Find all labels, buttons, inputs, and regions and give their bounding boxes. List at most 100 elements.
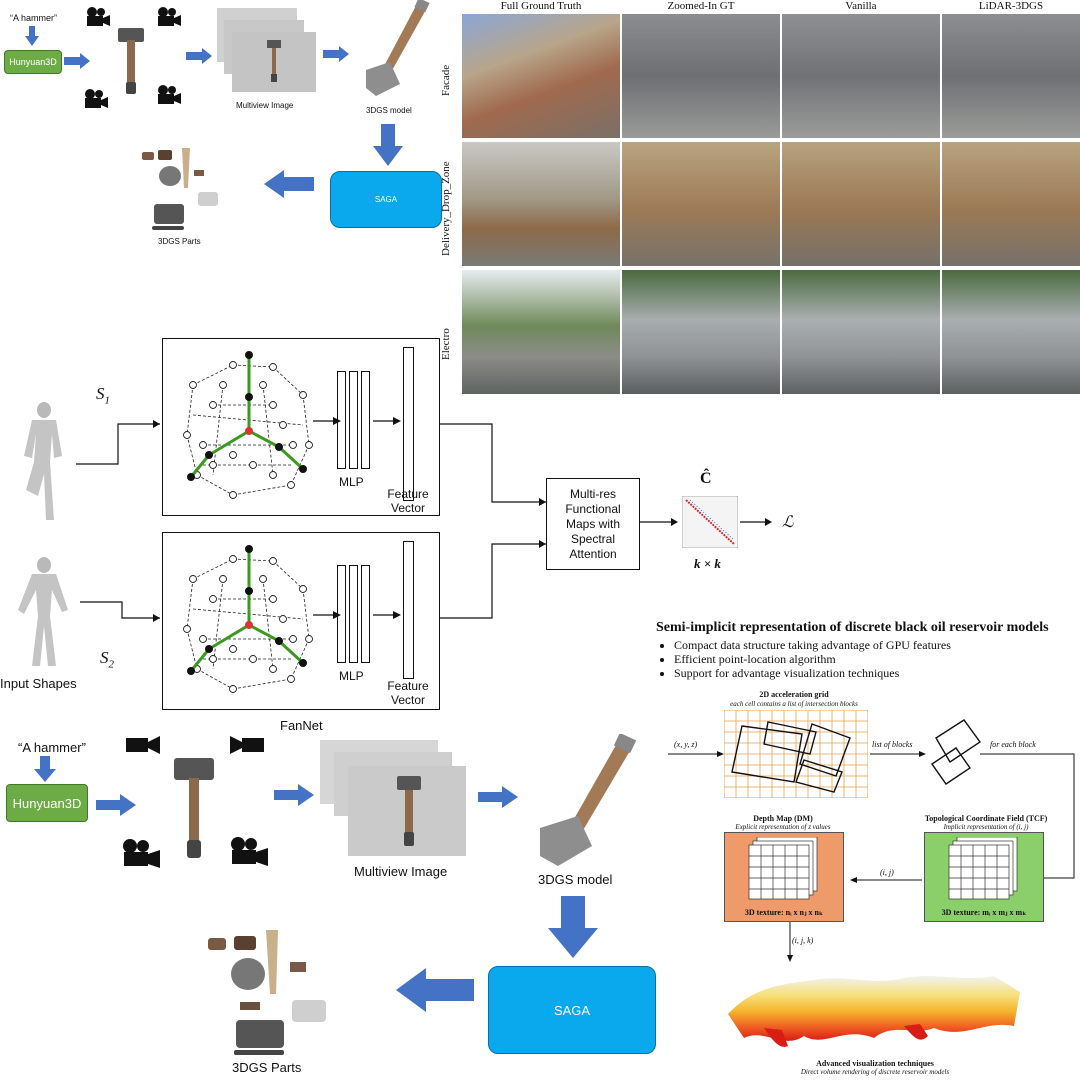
col-header: LiDAR-3DGS bbox=[978, 0, 1044, 12]
volume-rendering bbox=[728, 976, 1020, 1047]
photo-facade-lidar bbox=[942, 14, 1080, 138]
c-hat-label: Ĉ bbox=[700, 470, 712, 487]
col-header: Full Ground Truth bbox=[500, 0, 582, 12]
mlp-label: MLP bbox=[339, 669, 364, 683]
photo-electro-full bbox=[462, 270, 620, 394]
row-label: Electro bbox=[440, 328, 452, 360]
reservoir-bullet: Compact data structure taking advantage … bbox=[674, 638, 1080, 652]
hammer-icon bbox=[118, 28, 144, 94]
mlp-layer bbox=[337, 565, 346, 663]
bottom-model-label: 3DGS model bbox=[538, 872, 613, 887]
row-label: Delivery_Drop_Zone bbox=[440, 161, 452, 256]
reservoir-bullet: Support for advantage visualization tech… bbox=[674, 666, 1080, 680]
right-arrow-icon bbox=[323, 46, 349, 62]
dm-texture-label: 3D texture: nᵢ x nⱼ x nₖ bbox=[744, 908, 824, 917]
camera-icon bbox=[87, 7, 110, 26]
depth-map-box: 3D texture: nᵢ x nⱼ x nₖ bbox=[724, 832, 844, 922]
top-prompt-text: “A hammer” bbox=[10, 13, 58, 23]
mlp-label: MLP bbox=[339, 475, 364, 489]
input-shapes-label: Input Shapes bbox=[0, 676, 77, 691]
feature-vector bbox=[403, 347, 414, 501]
photo-delivery-vanilla bbox=[782, 142, 940, 266]
3dgs-hammer-icon bbox=[366, 0, 430, 96]
right-arrow-icon bbox=[373, 417, 401, 425]
row-label: Facade bbox=[440, 64, 452, 96]
right-arrow-icon bbox=[186, 48, 212, 64]
top-hunyuan-box: Hunyuan3D bbox=[4, 50, 62, 74]
list-of-blocks-label: list of blocks bbox=[872, 740, 913, 749]
photo-electro-vanilla bbox=[782, 270, 940, 394]
photo-delivery-lidar bbox=[942, 142, 1080, 266]
right-arrow-icon bbox=[64, 53, 90, 69]
3dgs-parts-icon bbox=[142, 148, 218, 230]
3dgs-parts-icon bbox=[208, 930, 326, 1055]
reservoir-title: Semi-implicit representation of discrete… bbox=[656, 620, 1049, 635]
mesh-graph-icon bbox=[183, 545, 313, 693]
col-header: Vanilla bbox=[845, 0, 877, 12]
shape-s2-label: S2 bbox=[100, 648, 114, 671]
dm-subtitle: Explicit representation of z values bbox=[735, 823, 831, 831]
ijk-label: (i, j, k) bbox=[792, 936, 814, 945]
top-parts-label: 3DGS Parts bbox=[158, 237, 201, 246]
mlp-layer bbox=[361, 371, 370, 469]
reservoir-bullets: Compact data structure taking advantage … bbox=[660, 638, 1080, 680]
human-shape-icon bbox=[18, 557, 68, 666]
texture-cube-icon bbox=[948, 837, 1018, 900]
mlp-layer bbox=[337, 371, 346, 469]
fannet-label: FanNet bbox=[280, 718, 323, 733]
left-arrow-icon bbox=[850, 877, 922, 883]
grid-title: 2D acceleration grid bbox=[759, 690, 829, 699]
tcf-subtitle: Implicit representation of (i, j) bbox=[943, 823, 1029, 831]
adv-subtitle: Direct volume rendering of discrete rese… bbox=[800, 1068, 950, 1076]
mlp-layer bbox=[349, 371, 358, 469]
photo-electro-zoom bbox=[622, 270, 780, 394]
block-icon bbox=[931, 719, 981, 785]
xyz-label: (x, y, z) bbox=[674, 740, 698, 749]
bottom-multiview-label: Multiview Image bbox=[354, 864, 448, 879]
right-arrow-icon bbox=[96, 794, 136, 816]
camera-icon bbox=[231, 837, 268, 866]
down-arrow-icon bbox=[548, 896, 598, 958]
multiview-sheet bbox=[232, 32, 316, 92]
3dgs-hammer-icon bbox=[540, 734, 637, 866]
down-arrow-icon bbox=[787, 922, 793, 962]
left-arrow-icon bbox=[396, 968, 474, 1012]
bottom-prompt-text: “A hammer” bbox=[18, 740, 86, 755]
top-multiview-label: Multiview Image bbox=[236, 101, 294, 110]
bottom-hunyuan-box: Hunyuan3D bbox=[6, 784, 88, 822]
camera-icon bbox=[85, 89, 108, 108]
ij-label: (i, j) bbox=[880, 868, 894, 877]
mesh-graph-icon bbox=[183, 351, 313, 499]
top-model-label: 3DGS model bbox=[366, 106, 412, 115]
camera-icon bbox=[126, 736, 160, 754]
photo-delivery-full bbox=[462, 142, 620, 266]
grid-subtitle: each cell contains a list of intersectio… bbox=[730, 700, 858, 708]
fmap-matrix-icon bbox=[682, 496, 738, 548]
tcf-texture-label: 3D texture: mᵢ x mⱼ x mₖ bbox=[941, 908, 1027, 917]
col-header: Zoomed-In GT bbox=[667, 0, 735, 12]
dm-title: Depth Map (DM) bbox=[753, 814, 813, 823]
tcf-title: Topological Coordinate Field (TCF) bbox=[924, 814, 1048, 823]
camera-icon bbox=[123, 839, 160, 868]
camera-icon bbox=[158, 85, 181, 104]
for-each-block-label: for each block bbox=[990, 740, 1036, 749]
hammer-icon bbox=[397, 776, 421, 846]
right-arrow-icon bbox=[668, 751, 724, 757]
hammer-icon bbox=[174, 758, 214, 858]
hammer-icon bbox=[267, 40, 281, 82]
down-arrow-icon bbox=[25, 26, 39, 46]
left-arrow-icon bbox=[264, 170, 314, 198]
acceleration-grid bbox=[724, 710, 868, 798]
feature-vector bbox=[403, 541, 414, 679]
adv-title: Advanced visualization techniques bbox=[816, 1059, 934, 1068]
reservoir-bullet: Efficient point-location algorithm bbox=[674, 652, 1080, 666]
mlp-layer bbox=[361, 565, 370, 663]
top-saga-box: SAGA bbox=[330, 171, 442, 228]
photo-delivery-zoom bbox=[622, 142, 780, 266]
down-arrow-icon bbox=[373, 124, 403, 166]
